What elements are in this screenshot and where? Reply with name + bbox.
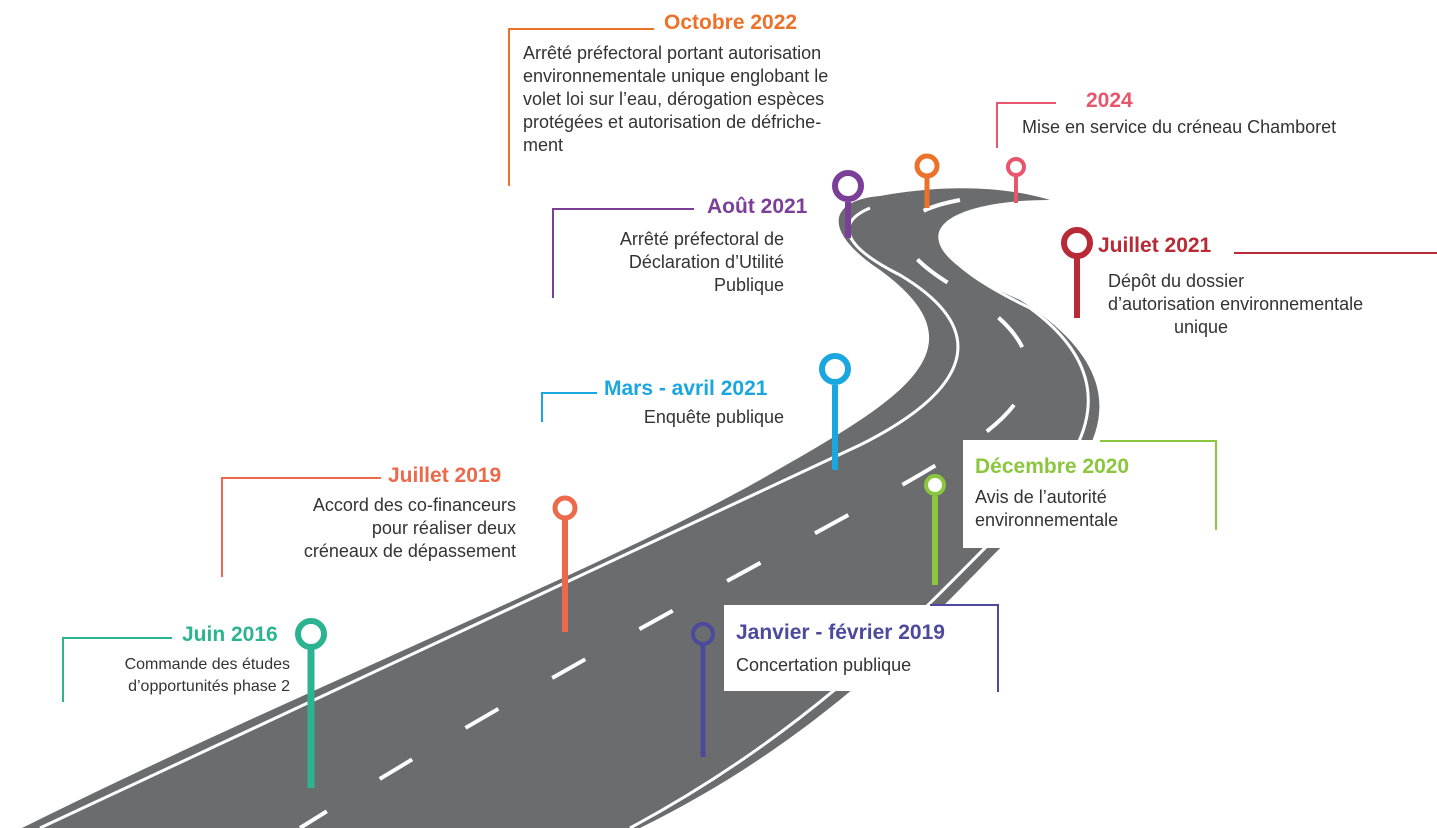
pin-jul2021 xyxy=(1061,227,1093,318)
desc-line: protégées et autorisation de défriche- xyxy=(523,112,822,132)
desc-line: Enquête publique xyxy=(643,407,784,427)
bracket-y2024 xyxy=(996,102,1056,148)
milestone-desc-y2024: Mise en service du créneau Chamboret xyxy=(1022,116,1336,139)
pin-jul2019 xyxy=(552,495,578,632)
road-edge-left xyxy=(39,206,960,828)
pin-y2024 xyxy=(1006,157,1026,203)
milestone-desc-mar2021: Enquête publique xyxy=(560,406,784,429)
milestone-title-jul2021: Juillet 2021 xyxy=(1098,234,1212,257)
bracket-dec2020 xyxy=(1100,440,1217,530)
desc-line: volet loi sur l’eau, dérogation espèces xyxy=(523,89,825,109)
pin-aug2021 xyxy=(832,170,864,238)
desc-line: environnementale xyxy=(975,510,1119,530)
desc-line: Publique xyxy=(713,275,784,295)
milestone-title-oct2022: Octobre 2022 xyxy=(664,11,798,34)
label-background-dec2020 xyxy=(963,440,1216,548)
desc-line: d’autorisation environnementale xyxy=(1108,294,1364,314)
pin-mar2021 xyxy=(819,353,851,470)
milestone-title-dec2020: Décembre 2020 xyxy=(975,455,1130,478)
pin-oct2022 xyxy=(914,153,940,208)
desc-line: créneaux de dépassement xyxy=(303,541,516,561)
milestone-desc-oct2022: Arrêté préfectoral portant autorisation … xyxy=(523,42,828,157)
pin-jun2016 xyxy=(295,618,327,788)
desc-line: unique xyxy=(1174,317,1229,337)
milestone-title-jan2019: Janvier - février 2019 xyxy=(736,621,945,644)
milestone-title-mar2021: Mars - avril 2021 xyxy=(604,377,768,400)
bracket-aug2021 xyxy=(552,208,694,298)
desc-line: environnementale unique englobant le xyxy=(523,66,829,86)
pin-dec2020 xyxy=(924,474,946,585)
milestone-desc-jan2019: Concertation publique xyxy=(736,654,911,677)
desc-line: Avis de l’autorité xyxy=(975,487,1107,507)
bracket-jun2016 xyxy=(62,637,172,702)
bracket-jul2019 xyxy=(221,477,381,577)
desc-line: pour réaliser deux xyxy=(371,518,516,538)
milestone-desc-dec2020: Avis de l’autorité environnementale xyxy=(975,486,1118,532)
desc-line: Concertation publique xyxy=(736,655,912,675)
desc-line: Arrêté préfectoral de xyxy=(619,229,784,249)
desc-line: Dépôt du dossier xyxy=(1108,271,1245,291)
bracket-mar2021 xyxy=(541,392,597,422)
milestone-desc-jun2016: Commande des études d’opportunités phase… xyxy=(60,654,290,698)
desc-line: Mise en service du créneau Chamboret xyxy=(1022,117,1337,137)
milestone-title-y2024: 2024 xyxy=(1086,89,1133,112)
milestone-title-aug2021: Août 2021 xyxy=(707,195,808,218)
milestone-desc-aug2021: Arrêté préfectoral de Déclaration d’Util… xyxy=(566,228,784,297)
desc-line: Arrêté préfectoral portant autorisation xyxy=(523,43,822,63)
desc-line: Accord des co-financeurs xyxy=(312,495,516,515)
bracket-oct2022 xyxy=(508,28,654,186)
milestone-title-jul2019: Juillet 2019 xyxy=(388,464,502,487)
bracket-jan2019 xyxy=(930,604,999,692)
milestone-desc-jul2021: Dépôt du dossier d’autorisation environn… xyxy=(1108,270,1363,339)
pin-jan2019 xyxy=(691,622,715,757)
milestone-title-jun2016: Juin 2016 xyxy=(182,623,278,646)
label-background-jan2019 xyxy=(724,605,999,691)
desc-line: Commande des études xyxy=(124,656,290,673)
desc-line: d’opportunités phase 2 xyxy=(128,678,290,695)
desc-line: ment xyxy=(523,135,564,155)
desc-line: Déclaration d’Utilité xyxy=(628,252,784,272)
milestone-desc-jul2019: Accord des co-financeurs pour réaliser d… xyxy=(234,494,516,563)
bracket-jul2021 xyxy=(1234,252,1437,254)
